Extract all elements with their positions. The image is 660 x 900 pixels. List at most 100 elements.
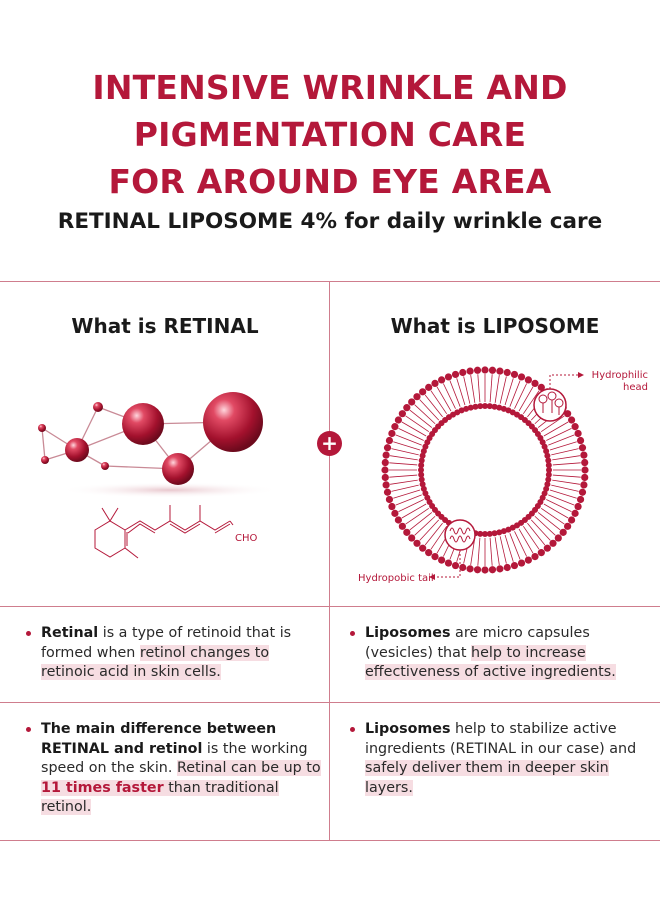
lipid-head-inner (458, 407, 465, 414)
lipid-tail (389, 462, 418, 466)
retinal-term: Retinal (41, 625, 99, 641)
lipid-tail (401, 503, 427, 519)
lipid-tail (522, 390, 540, 415)
lipid-tail (509, 380, 521, 407)
lipid-tail (543, 503, 569, 519)
lipid-head-outer (438, 556, 446, 564)
lipid-head-outer (576, 436, 585, 445)
atom-large-2 (203, 392, 263, 452)
lipid-tail (405, 507, 430, 525)
lipid-tail (552, 474, 581, 478)
lipid-head-outer (385, 495, 394, 504)
lipid-head-inner (545, 471, 552, 478)
lipid-head-outer (481, 566, 489, 574)
lipid-head-inner (418, 457, 425, 464)
lipid-head-inner (477, 403, 484, 410)
lipid-head-outer (568, 416, 576, 424)
lipid-head-inner (546, 467, 552, 473)
lipid-tail (477, 374, 481, 403)
liposome-text: are micro capsules (vesicles) that (365, 625, 590, 661)
atom-medium-2 (162, 453, 194, 485)
lipid-head-outer (496, 565, 504, 573)
lipid-head-inner (496, 404, 503, 411)
lipid-tail (390, 479, 418, 485)
lipid-tail (514, 531, 528, 557)
hero-title-line-2: PIGMENTATION CARE (133, 115, 527, 154)
lipid-tail (518, 528, 534, 554)
lipid-head-outer (381, 466, 389, 474)
lipid-head-outer (381, 458, 389, 467)
lipid-head-outer (580, 451, 588, 459)
lipid-head-outer (398, 410, 406, 418)
retinal-difference: The main difference between RETINAL and … (26, 720, 326, 818)
lipid-tail (391, 448, 419, 456)
atom-large-1 (122, 403, 164, 445)
lipid-tail (489, 374, 493, 403)
lipid-head-outer (564, 522, 572, 530)
lipid-head-outer (473, 566, 482, 574)
lipid-tail (540, 507, 565, 525)
lipid-tail (549, 441, 577, 451)
lipid-head-inner (486, 530, 493, 537)
lipid-tail (509, 533, 521, 560)
lipid-head-outer (419, 388, 427, 396)
lipid-tail (540, 415, 565, 433)
lipid-tail (414, 404, 436, 425)
lipid-head-outer (488, 366, 497, 374)
lipid-tail (477, 537, 481, 566)
lipid-head-inner (544, 481, 551, 488)
lipid-tail (449, 380, 461, 407)
lipid-head-outer (531, 553, 539, 561)
divider-top (0, 281, 660, 282)
difference-emphasis: 11 times faster (41, 779, 164, 796)
lipid-tail (398, 427, 424, 441)
retinal-definition: Retinal is a type of retinoid that is fo… (26, 624, 326, 683)
difference-highlight-a: Retinal can be up to (176, 760, 321, 776)
lipid-tail (527, 522, 546, 546)
lipid-head-inner (420, 485, 427, 492)
lipid-head-outer (537, 383, 545, 391)
retinal-heading: What is RETINAL (71, 314, 259, 338)
liposome-illustration (381, 366, 589, 580)
lipid-head-outer (385, 436, 394, 445)
lipid-head-outer (382, 481, 390, 489)
lipid-tail (395, 494, 422, 506)
hydrophilic-label-line-2: head (623, 382, 648, 393)
hydrophilic-head-detail (538, 391, 564, 415)
lipid-head-outer (451, 370, 460, 379)
lipid-head-inner (486, 403, 493, 410)
lipid-head-outer (517, 373, 526, 381)
liposome-role-highlight: safely deliver them in deeper skin layer… (365, 760, 609, 796)
lipid-tail (401, 421, 427, 437)
lipid-head-inner (545, 462, 552, 469)
atom-small-1 (93, 402, 103, 412)
lipid-tail (405, 415, 430, 433)
lipid-head-outer (391, 509, 399, 517)
lipid-head-inner (543, 485, 550, 492)
lipid-head-outer (554, 534, 562, 542)
lipid-tail (393, 441, 421, 451)
lipid-head-outer (574, 429, 582, 438)
lipid-tail (548, 494, 575, 506)
retinal-molecule-illustration (38, 392, 280, 559)
atom-medium-1 (65, 438, 89, 462)
lipid-head-outer (559, 528, 567, 536)
lipid-head-inner (418, 471, 425, 478)
lipid-tail (456, 378, 466, 406)
lipid-head-outer (431, 379, 439, 387)
lipid-head-inner (541, 443, 548, 450)
lipid-head-outer (581, 473, 589, 482)
lipid-head-inner (545, 476, 552, 483)
lipid-head-inner (496, 529, 503, 536)
lipid-head-outer (394, 516, 402, 524)
lipid-tail (419, 399, 440, 421)
lipid-head-outer (578, 488, 587, 496)
lipid-tail (409, 409, 433, 428)
lipid-head-outer (571, 423, 579, 431)
lipid-head-outer (543, 544, 551, 552)
lipid-head-outer (394, 416, 402, 424)
bullet-dot (350, 727, 355, 732)
lipid-tail (543, 421, 569, 437)
lipid-tail (499, 376, 507, 404)
lipid-head-outer (459, 368, 467, 377)
